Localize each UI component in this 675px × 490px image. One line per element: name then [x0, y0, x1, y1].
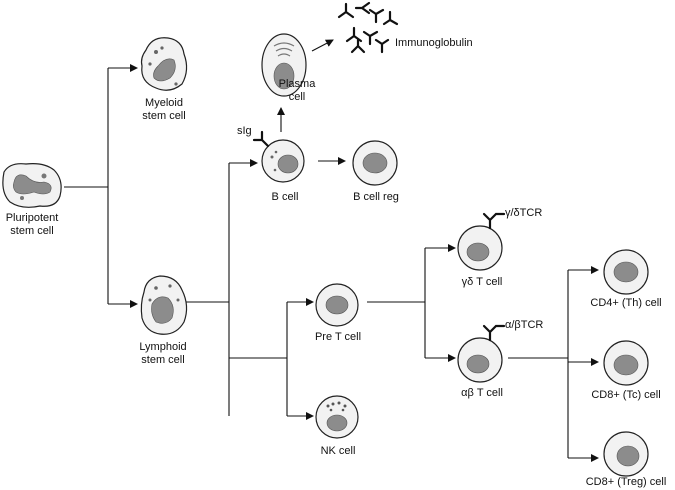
- myeloid-stem-cell: [140, 37, 188, 91]
- b-cell: [252, 130, 305, 183]
- nk-cell: [315, 395, 359, 439]
- ab-tcr-label: α/βTCR: [505, 319, 544, 331]
- cd8-treg-cell-label: CD8+ (Treg) cell: [585, 476, 667, 488]
- pre-t-cell-label: Pre T cell: [314, 331, 362, 343]
- lymphoid-stem-cell-label: Lymphoid stem cell: [139, 341, 187, 366]
- alpha-beta-t-cell: [457, 324, 506, 383]
- cd4-th-cell: [603, 249, 649, 295]
- b-cell-reg: [352, 140, 398, 186]
- gd-t-cell-label: γδ T cell: [461, 276, 503, 288]
- connector-lines: [64, 39, 599, 462]
- plasma-cell-label: Plasma cell: [278, 78, 316, 103]
- myeloid-stem-cell-label: Myeloid stem cell: [142, 97, 186, 122]
- immunoglobulin-molecules: [337, 1, 399, 54]
- pre-t-cell: [315, 283, 359, 327]
- sig-label: sIg: [237, 125, 252, 137]
- cd8-treg-cell: [603, 431, 649, 477]
- pluripotent-stem-cell: [2, 163, 62, 208]
- gd-tcr-receptor-icon: [482, 212, 506, 230]
- b-cell-reg-label: B cell reg: [353, 191, 399, 203]
- gd-tcr-label: γ/δTCR: [505, 207, 543, 219]
- ab-t-cell-label: αβ T cell: [461, 387, 503, 399]
- cd8-tc-cell-label: CD8+ (Tc) cell: [591, 389, 661, 401]
- nk-cell-label: NK cell: [320, 445, 356, 457]
- plasma-cell: [261, 33, 307, 97]
- cd4-th-cell-label: CD4+ (Th) cell: [590, 297, 662, 309]
- pluripotent-stem-cell-label: Pluripotent stem cell: [5, 212, 59, 237]
- surface-ig-receptor-icon: [252, 130, 270, 148]
- lymphoid-stem-cell: [140, 275, 188, 335]
- gamma-delta-t-cell: [457, 212, 506, 271]
- b-cell-label: B cell: [271, 191, 299, 203]
- immunoglobulin-label: Immunoglobulin: [395, 37, 473, 49]
- ab-tcr-receptor-icon: [482, 324, 506, 342]
- cd8-tc-cell: [603, 340, 649, 386]
